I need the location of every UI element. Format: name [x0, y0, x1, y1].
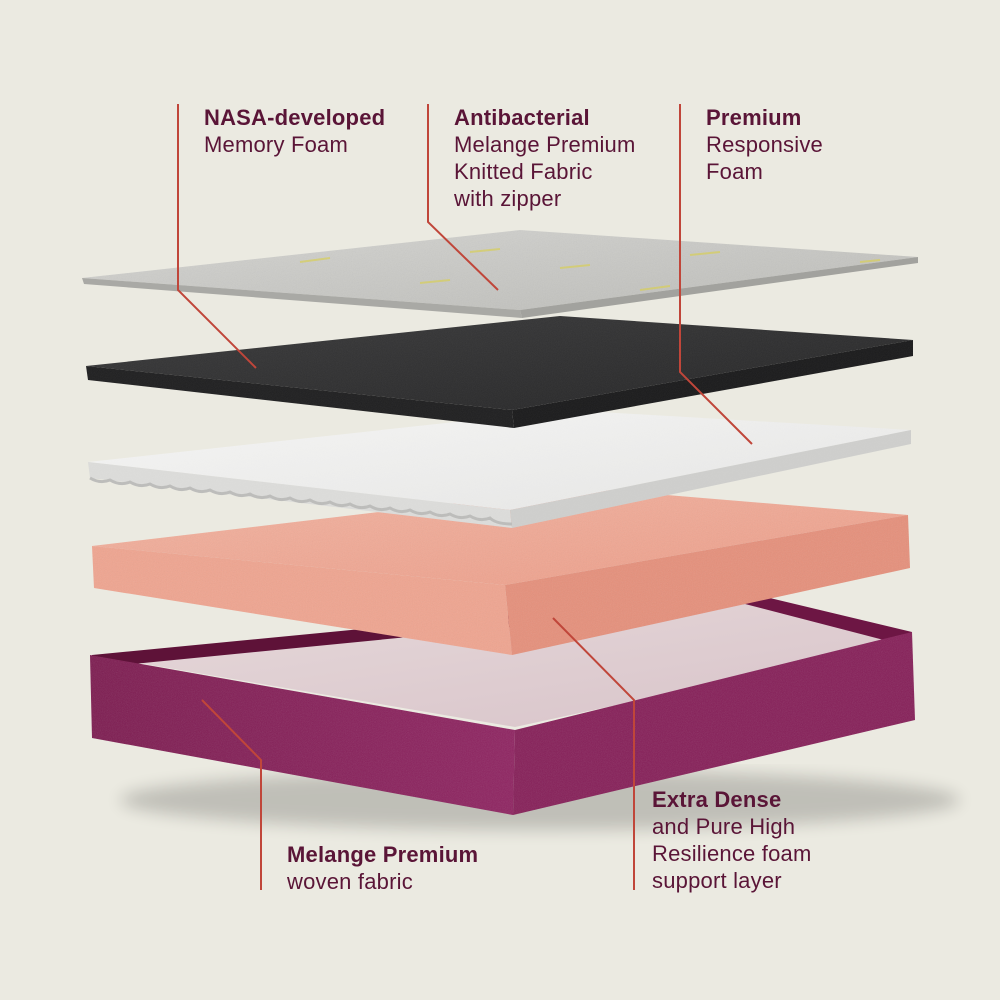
- leader-lines: [177, 104, 753, 890]
- callout-responsive-foam: Premium Responsive Foam: [706, 104, 823, 185]
- memory-foam-layer: [86, 316, 913, 428]
- callout-memory-foam-title: NASA-developed: [204, 105, 386, 130]
- pink-grain: [92, 488, 910, 655]
- callout-memory-foam: NASA-developed Memory Foam: [204, 104, 385, 158]
- leader-extra-dense: [552, 617, 635, 890]
- callout-support-foam: Extra Dense and Pure High Resilience foa…: [652, 786, 812, 894]
- base-right-rim: [745, 592, 912, 646]
- leader-nasa: [177, 104, 257, 369]
- base-inner-floor: [92, 600, 907, 727]
- base-left-face-grain: [90, 655, 515, 815]
- support-foam-layer: [92, 488, 910, 655]
- knit-yellow-flecks: [299, 248, 881, 291]
- knit-edge: [82, 278, 522, 318]
- leader-melange: [201, 699, 262, 890]
- leader-premium: [679, 104, 753, 445]
- callout-support-foam-text: and Pure High Resilience foam support la…: [652, 814, 812, 893]
- knit-edge-side: [520, 257, 918, 318]
- black-grain: [86, 316, 913, 428]
- callout-woven-fabric-text: woven fabric: [287, 869, 413, 894]
- knitted-cover-layer: [82, 230, 918, 318]
- callout-memory-foam-text: Memory Foam: [204, 132, 348, 157]
- leader-antibacterial: [427, 104, 499, 291]
- knit-grain: [82, 230, 918, 310]
- callout-knitted-cover-text: Melange Premium Knitted Fabric with zipp…: [454, 132, 636, 211]
- responsive-foam-layer: [88, 410, 911, 528]
- callout-woven-fabric-title: Melange Premium: [287, 842, 479, 867]
- callout-responsive-foam-text: Responsive Foam: [706, 132, 823, 184]
- base-right-face-grain: [513, 632, 915, 815]
- callout-responsive-foam-title: Premium: [706, 105, 802, 130]
- white-grain: [88, 410, 911, 528]
- callout-support-foam-title: Extra Dense: [652, 787, 782, 812]
- callout-woven-fabric: Melange Premium woven fabric: [287, 841, 478, 895]
- callout-knitted-cover-title: Antibacterial: [454, 105, 590, 130]
- callout-knitted-cover: Antibacterial Melange Premium Knitted Fa…: [454, 104, 636, 212]
